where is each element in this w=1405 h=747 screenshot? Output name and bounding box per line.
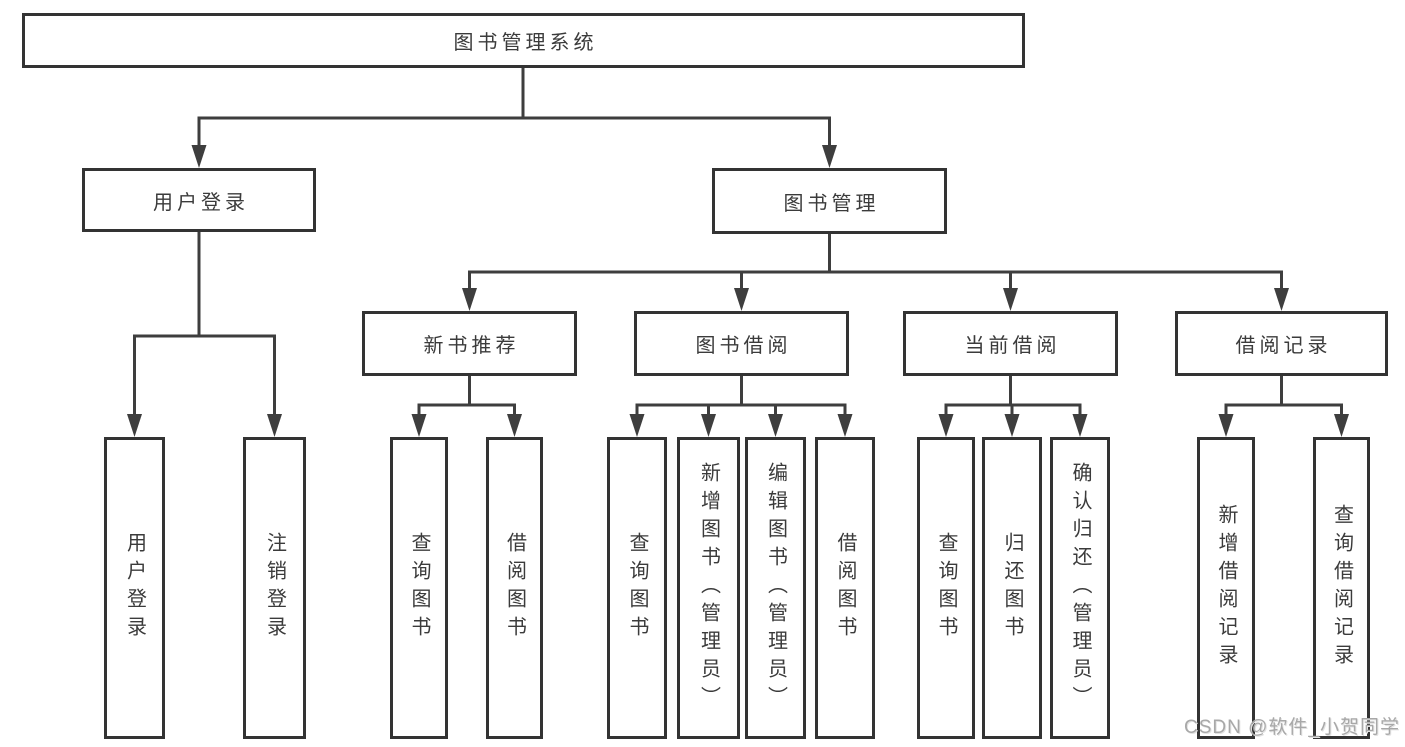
- node-new-book-recommend: 新书推荐: [362, 311, 577, 376]
- node-borrow-record: 借阅记录: [1175, 311, 1388, 376]
- node-user-login: 用户登录: [82, 168, 316, 232]
- node-label: 借阅图书: [834, 532, 856, 644]
- node-label: 当前借阅: [964, 335, 1061, 357]
- node-label: 查询图书: [408, 532, 430, 644]
- arrowhead-down-icon: [191, 145, 207, 168]
- node-label: 查询图书: [626, 532, 648, 644]
- arrowhead-down-icon: [629, 414, 645, 437]
- connector-borrow-record-children: [1218, 376, 1349, 437]
- arrowhead-down-icon: [1218, 414, 1234, 437]
- arrowhead-down-icon: [267, 414, 282, 437]
- arrowhead-down-icon: [1004, 414, 1020, 437]
- node-label: 新书推荐: [423, 335, 520, 357]
- node-leaf-query-book-3: 查询图书: [917, 437, 975, 739]
- arrowhead-down-icon: [822, 145, 837, 168]
- node-label: 注销登录: [263, 532, 286, 644]
- node-label: 查询图书: [935, 532, 957, 644]
- node-label: 图书借阅: [695, 335, 792, 357]
- node-book-management: 图书管理: [712, 168, 947, 234]
- csdn-watermark: CSDN @软件_小贺同学: [1184, 717, 1400, 738]
- arrowhead-down-icon: [411, 414, 427, 437]
- node-leaf-user-login: 用户登录: [104, 437, 165, 739]
- node-label: 用户登录: [153, 191, 249, 214]
- node-leaf-add-borrow-record: 新增借阅记录: [1197, 437, 1255, 739]
- arrowhead-down-icon: [734, 288, 749, 311]
- connector-current-borrow-children: [938, 376, 1088, 437]
- arrowhead-down-icon: [127, 414, 142, 437]
- connector-new-book-rec-children: [411, 376, 522, 437]
- node-label: 新增图书（管理员）: [697, 462, 720, 714]
- node-label: 图书管理系统: [453, 32, 598, 54]
- arrowhead-down-icon: [701, 414, 716, 437]
- arrowhead-down-icon: [462, 288, 477, 311]
- arrowhead-down-icon: [1072, 414, 1088, 437]
- node-leaf-confirm-return-admin: 确认归还（管理员）: [1050, 437, 1110, 739]
- arrowhead-down-icon: [1003, 288, 1018, 311]
- node-label: 借阅记录: [1235, 335, 1332, 357]
- node-label: 图书管理: [783, 192, 880, 215]
- connector-book-mgmt-children: [462, 234, 1289, 311]
- node-leaf-query-book-2: 查询图书: [607, 437, 667, 739]
- node-leaf-borrow-book-1: 借阅图书: [486, 437, 543, 739]
- node-leaf-logout: 注销登录: [243, 437, 306, 739]
- node-leaf-return-book: 归还图书: [982, 437, 1042, 739]
- node-leaf-query-book-1: 查询图书: [390, 437, 448, 739]
- node-label: 编辑图书（管理员）: [764, 462, 787, 714]
- arrowhead-down-icon: [1274, 288, 1289, 311]
- arrowhead-down-icon: [837, 414, 853, 437]
- node-label: 新增借阅记录: [1215, 504, 1237, 672]
- node-leaf-edit-book-admin: 编辑图书（管理员）: [745, 437, 806, 739]
- node-leaf-query-borrow-record: 查询借阅记录: [1313, 437, 1370, 739]
- node-label: 用户登录: [123, 532, 146, 644]
- node-leaf-add-book-admin: 新增图书（管理员）: [677, 437, 740, 739]
- node-current-borrow: 当前借阅: [903, 311, 1118, 376]
- node-label: 借阅图书: [503, 532, 526, 644]
- node-label: 确认归还（管理员）: [1069, 462, 1091, 714]
- node-leaf-borrow-book-2: 借阅图书: [815, 437, 875, 739]
- arrowhead-down-icon: [768, 414, 783, 437]
- node-library-management-system: 图书管理系统: [22, 13, 1025, 68]
- connector-root-to-level1: [191, 68, 837, 168]
- arrowhead-down-icon: [938, 414, 954, 437]
- connector-user-login-children: [127, 232, 282, 437]
- arrowhead-down-icon: [507, 414, 522, 437]
- arrowhead-down-icon: [1334, 414, 1349, 437]
- node-label: 归还图书: [1001, 532, 1023, 644]
- node-label: 查询借阅记录: [1330, 504, 1353, 672]
- connector-book-borrow-children: [629, 376, 853, 437]
- node-book-borrow: 图书借阅: [634, 311, 849, 376]
